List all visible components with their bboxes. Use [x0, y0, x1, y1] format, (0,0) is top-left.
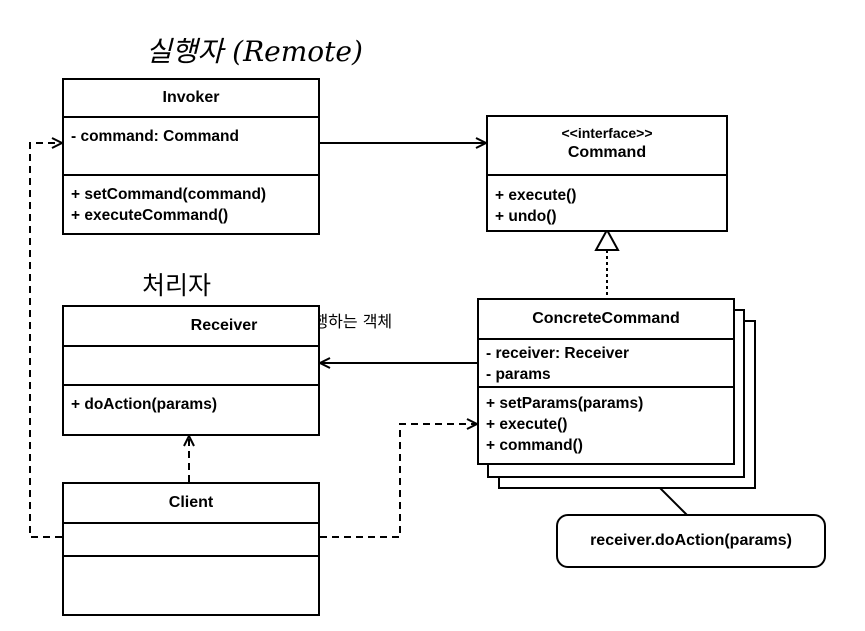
client-invoker-dependency — [29, 143, 62, 538]
invoker-class: Invoker - command: Command + setCommand(… — [62, 78, 320, 235]
command-methods: + execute() + undo() — [488, 176, 726, 227]
concrete-command-attributes: - receiver: Receiver - params — [479, 340, 733, 388]
concrete-command-method: + setParams(params) — [486, 395, 644, 412]
receiver-method: + doAction(params) — [71, 396, 217, 413]
implementation-note-text: receiver.doAction(params) — [590, 532, 792, 549]
client-concrete-dependency — [320, 424, 477, 538]
invoker-annotation: 실행자 (Remote) — [146, 35, 363, 68]
client-class: Client — [62, 482, 320, 616]
concrete-command-attribute: - params — [486, 366, 551, 383]
receiver-class-name: Receiver — [190, 317, 258, 334]
client-class-name: Client — [168, 494, 214, 511]
invoker-class-name: Invoker — [162, 89, 220, 106]
invoker-name-section: Invoker — [64, 80, 318, 118]
command-name-section: <<interface>> Command — [488, 117, 726, 176]
concrete-command-name-section: ConcreteCommand — [479, 300, 733, 340]
concrete-command-class: ConcreteCommand - receiver: Receiver - p… — [477, 298, 735, 465]
concrete-command-method: + execute() — [486, 416, 568, 433]
receiver-attributes — [64, 347, 318, 386]
command-interface: <<interface>> Command + execute() + undo… — [486, 115, 728, 232]
concrete-command-class-name: ConcreteCommand — [532, 310, 680, 327]
command-method: + execute() — [495, 187, 577, 204]
invoker-attributes: - command: Command — [64, 118, 318, 176]
invoker-method: + setCommand(command) — [71, 186, 267, 203]
invoker-methods: + setCommand(command) + executeCommand() — [64, 176, 318, 226]
invoker-method: + executeCommand() — [71, 207, 229, 224]
command-interface-name: Command — [567, 144, 647, 161]
receiver-name-section: Receiver — [64, 307, 318, 347]
receiver-class: Receiver + doAction(params) — [62, 305, 320, 436]
command-method: + undo() — [495, 208, 557, 225]
realization-triangle — [594, 227, 620, 251]
client-attributes — [64, 524, 318, 557]
client-name-section: Client — [64, 484, 318, 524]
concrete-command-attribute: - receiver: Receiver — [486, 345, 630, 362]
implementation-note: receiver.doAction(params) — [556, 514, 826, 568]
concrete-command-method: + command() — [486, 437, 583, 454]
command-stereotype: <<interface>> — [561, 125, 653, 141]
concrete-command-methods: + setParams(params) + execute() + comman… — [479, 388, 733, 456]
receiver-annotation-title: 처리자 — [142, 271, 212, 300]
receiver-methods: + doAction(params) — [64, 386, 318, 415]
invoker-attribute: - command: Command — [71, 128, 239, 145]
